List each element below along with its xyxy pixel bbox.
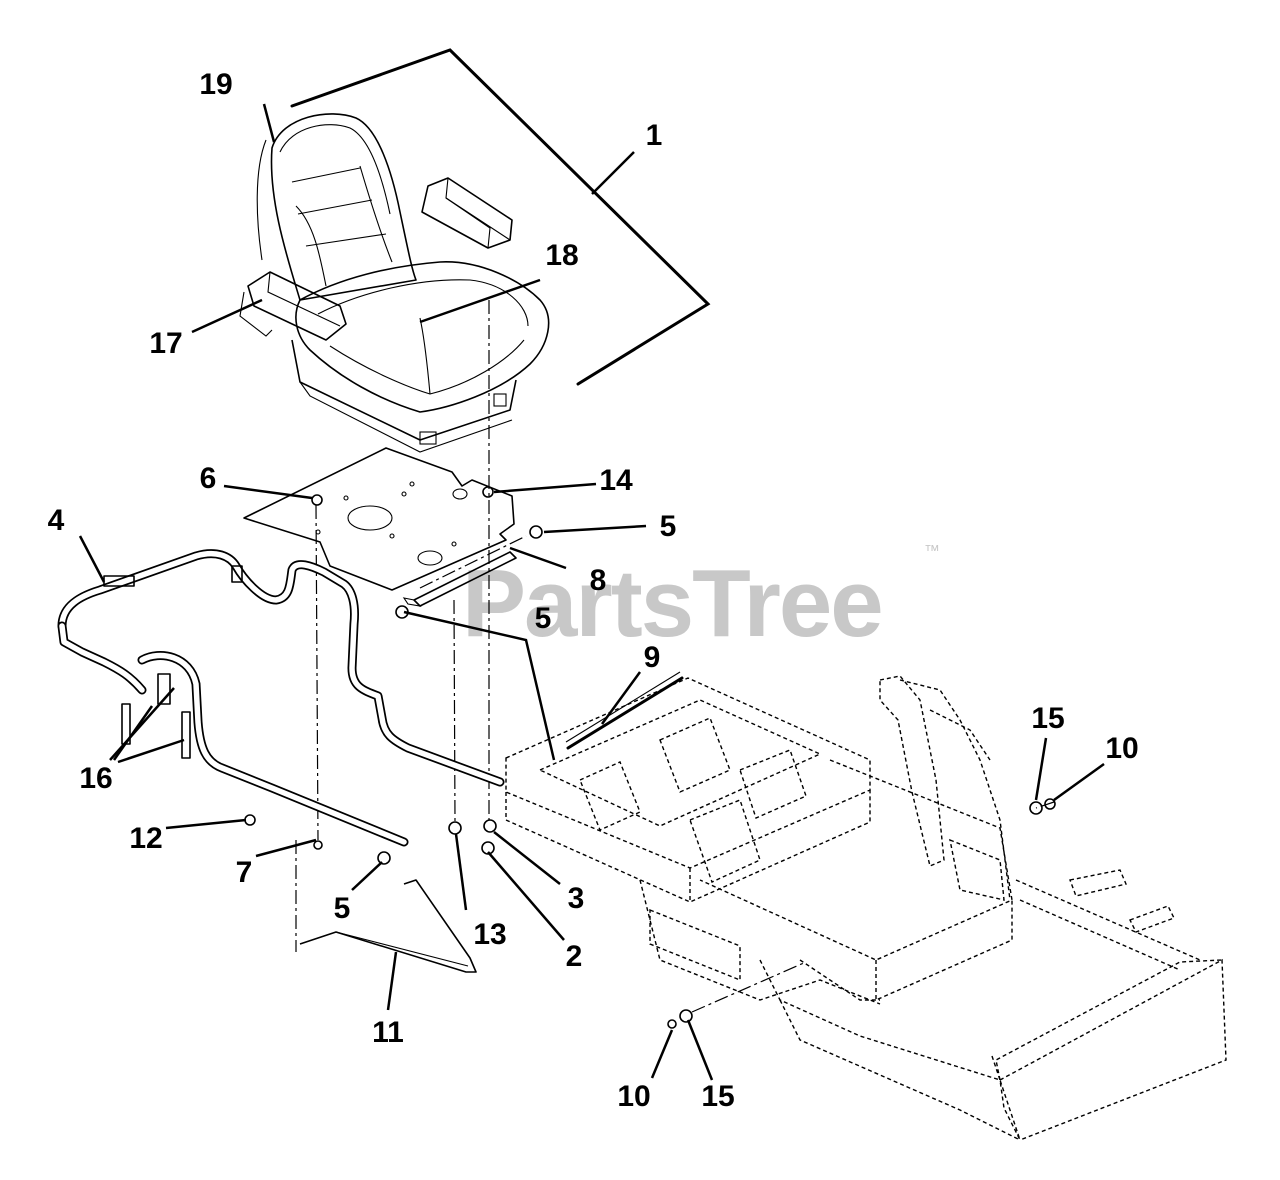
seat-drawing (239, 113, 550, 453)
label-7: 7 (236, 856, 253, 889)
label-16: 16 (79, 762, 112, 795)
label-17: 17 (149, 327, 182, 360)
part-labels: 19 1 18 17 6 14 5 4 8 5 9 15 10 16 12 7 … (48, 68, 1139, 1113)
label-9: 9 (644, 641, 661, 674)
label-12: 12 (129, 822, 162, 855)
label-1: 1 (646, 119, 663, 152)
frame-tube (57, 549, 505, 847)
leader-lines (78, 103, 1105, 1081)
watermark-trademark: ™ (924, 543, 940, 560)
label-3: 3 (568, 882, 585, 915)
label-15-bottom: 15 (701, 1080, 734, 1113)
watermark: PartsTree ™ (462, 543, 940, 657)
label-6: 6 (200, 462, 217, 495)
label-5-lower: 5 (334, 892, 351, 925)
label-19: 19 (199, 68, 232, 101)
seat-mounting-plate (243, 447, 517, 607)
seat-assembly-bracket (290, 48, 711, 386)
watermark-text: PartsTree (462, 550, 882, 657)
label-5-plate: 5 (660, 510, 677, 543)
mower-frame (505, 675, 1227, 1141)
label-2: 2 (566, 940, 583, 973)
label-4: 4 (48, 504, 65, 537)
label-18: 18 (545, 239, 578, 272)
label-11: 11 (372, 1016, 404, 1049)
alignment-lines (295, 300, 1055, 1013)
label-10-bottom: 10 (617, 1080, 650, 1113)
label-13: 13 (473, 918, 506, 951)
hardware (244, 486, 1056, 1029)
label-14: 14 (599, 464, 633, 497)
label-8: 8 (590, 564, 607, 597)
label-5-bar: 5 (535, 602, 552, 635)
label-10-top: 10 (1105, 732, 1138, 765)
label-15-top: 15 (1031, 702, 1064, 735)
